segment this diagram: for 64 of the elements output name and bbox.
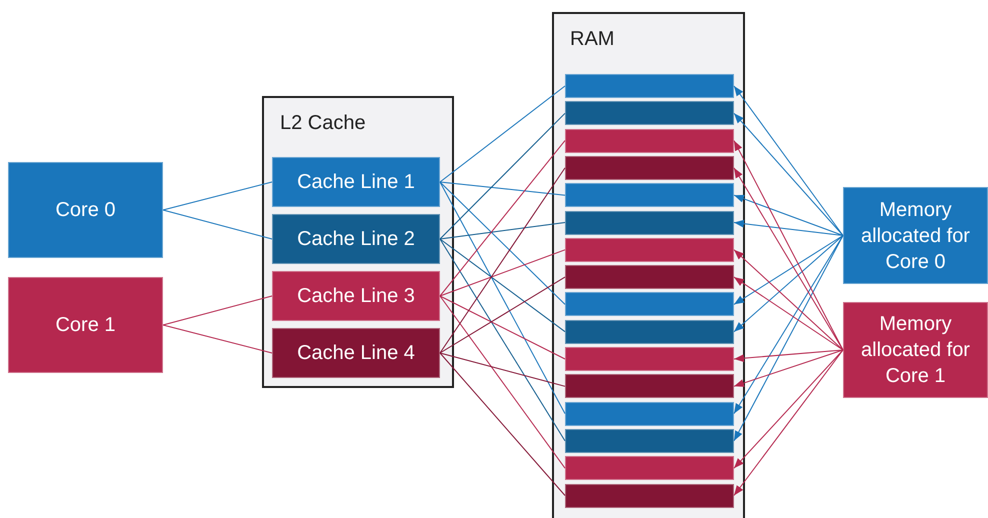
memory-block: [565, 402, 734, 426]
connector-line: [440, 296, 566, 469]
connector-line: [734, 235, 844, 305]
box-label: Cache Line 3: [296, 284, 416, 309]
core-box: [8, 162, 163, 258]
core-box: [8, 277, 163, 373]
box-label: Core 1: [54, 313, 117, 338]
connector-line: [734, 220, 844, 236]
connector-line: [734, 235, 844, 332]
connector-line: [440, 112, 566, 240]
connector-line: [440, 167, 566, 354]
connector-line: [440, 182, 566, 305]
box-label: Cache Line 4: [296, 341, 416, 366]
connector-line: [162, 324, 272, 354]
panel-title: L2 Cache: [280, 112, 366, 135]
connector-line: [440, 140, 566, 296]
connector-line: [734, 194, 844, 236]
connector-line: [162, 296, 272, 326]
connector-line: [440, 352, 566, 496]
memory-block: [565, 101, 734, 126]
connector-line: [440, 276, 566, 354]
memory-block: [565, 347, 734, 371]
box-label: Memory allocated for Core 1: [860, 312, 971, 389]
memory-block: [565, 74, 734, 98]
connector-line: [440, 238, 566, 442]
connector-line: [440, 296, 566, 360]
memory-block: [565, 238, 734, 262]
connector-line: [734, 249, 844, 350]
connector-line: [440, 182, 566, 196]
connector-line: [440, 249, 566, 296]
connector-line: [440, 352, 566, 387]
allocation-box: [843, 302, 988, 398]
connector-line: [734, 86, 844, 236]
memory-block: [565, 156, 734, 180]
connector-line: [440, 222, 566, 240]
panel-title: RAM: [570, 28, 614, 51]
connector-line: [734, 112, 844, 236]
allocation-box: [843, 187, 988, 284]
box-label: Core 0: [54, 198, 117, 223]
connector-line: [440, 86, 566, 182]
connector-line: [734, 350, 844, 362]
memory-block: [565, 484, 734, 508]
memory-block: [565, 320, 734, 344]
memory-block: [565, 428, 734, 453]
connector-line: [440, 182, 566, 414]
memory-block: [565, 210, 734, 234]
connector-line: [162, 210, 272, 240]
memory-block: [565, 456, 734, 480]
cache-panel: [262, 96, 454, 388]
box-label: Memory allocated for Core 0: [860, 198, 971, 274]
memory-block: [565, 128, 734, 153]
connector-line: [440, 238, 566, 332]
memory-block: [565, 183, 734, 208]
connector-line: [162, 182, 272, 210]
memory-block: [565, 374, 734, 398]
memory-block: [565, 265, 734, 290]
box-label: Cache Line 2: [296, 227, 416, 252]
connector-line: [734, 276, 844, 350]
connector-line: [734, 350, 844, 469]
box-label: Cache Line 1: [296, 170, 416, 195]
connector-line: [734, 350, 844, 496]
memory-block: [565, 292, 734, 316]
ram-panel: [552, 12, 745, 518]
connector-line: [734, 350, 844, 387]
